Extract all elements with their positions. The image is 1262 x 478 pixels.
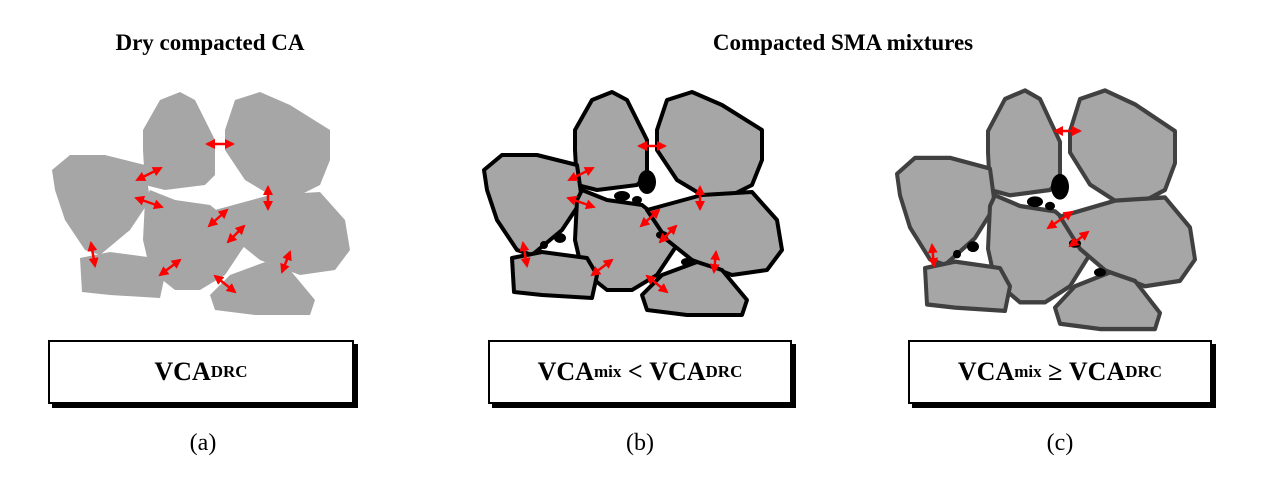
panel-c-contact-arrows bbox=[927, 126, 1090, 268]
panel-a-contact-arrows bbox=[87, 139, 292, 294]
panel-b-contact-arrows bbox=[519, 141, 721, 294]
label-b-sub: mix bbox=[593, 362, 622, 381]
caption-c: (c) bbox=[1046, 430, 1074, 456]
label-c-main: VCA bbox=[957, 357, 1015, 386]
caption-a: (a) bbox=[189, 430, 217, 456]
label-a-main: VCA bbox=[154, 357, 211, 386]
label-b-relation: < bbox=[621, 357, 650, 386]
panel-b-aggregates bbox=[482, 90, 784, 317]
title-dry-compacted: Dry compacted CA bbox=[115, 30, 305, 55]
label-a-sub: DRC bbox=[210, 362, 248, 381]
panel-a-aggregates bbox=[52, 92, 350, 315]
title-compacted-sma: Compacted SMA mixtures bbox=[712, 30, 974, 55]
label-b-main: VCA bbox=[537, 357, 594, 386]
caption-b: (b) bbox=[626, 430, 654, 456]
label-c-relation: ≥ bbox=[1041, 357, 1069, 386]
label-b-rhs: VCA bbox=[649, 357, 706, 386]
label-b-rhs-sub: DRC bbox=[705, 362, 743, 381]
label-c-sub: mix bbox=[1014, 362, 1042, 381]
label-c-rhs: VCA bbox=[1068, 357, 1126, 386]
label-c-rhs-sub: DRC bbox=[1125, 362, 1163, 381]
panel-c-aggregates bbox=[897, 90, 1195, 329]
